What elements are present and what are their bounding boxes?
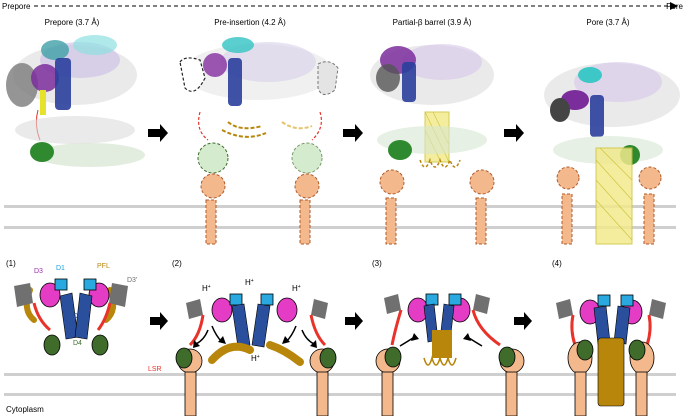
schematic-panel-2 (175, 293, 337, 416)
label-d2: D2 (73, 313, 82, 320)
structure-prepore (6, 35, 145, 167)
membrane-upper-leaflet (4, 205, 676, 208)
schematic-panel-1 (14, 278, 128, 356)
proton-label-1: H+ (202, 284, 211, 293)
membrane-bottom-lower (4, 393, 676, 396)
stage-title-pre-insertion: Pre-insertion (4.2 Å) (214, 18, 286, 27)
stage-title-partial-barrel: Partial-β barrel (3.9 Å) (393, 18, 472, 27)
panel-label-1: (1) (6, 259, 16, 268)
schematic-panel-3 (375, 293, 525, 416)
stage-title-pore: Pore (3.7 Å) (586, 18, 629, 27)
axis-right-label: Pore (666, 2, 683, 11)
proton-label-2: H+ (245, 278, 254, 287)
label-lsr: LSR (148, 366, 162, 373)
arrow-panel-1-to-2 (150, 312, 168, 330)
axis-arrowhead (670, 2, 678, 10)
arrow-2-to-3 (343, 124, 363, 142)
arrow-3-to-4 (504, 124, 524, 142)
proton-label-4: H+ (251, 354, 260, 363)
label-d4: D4 (73, 340, 82, 347)
stage-title-prepore: Prepore (3.7 Å) (45, 18, 100, 27)
arrow-panel-2-to-3 (345, 312, 363, 330)
panel-label-3: (3) (372, 259, 382, 268)
structure-pore (544, 62, 680, 245)
schematic-panel-4 (556, 294, 666, 416)
axis-left-label: Prepore (2, 2, 31, 11)
d3-prime-left (14, 283, 33, 307)
proton-label-3: H+ (292, 284, 301, 293)
membrane-bottom-upper (4, 373, 676, 376)
label-pfl: PFL (97, 263, 110, 270)
label-d3: D3 (34, 268, 43, 275)
membrane-lower-leaflet (4, 226, 676, 229)
cytoplasm-label: Cytoplasm (6, 405, 44, 414)
structure-pre-insertion (179, 37, 339, 245)
label-d1: D1 (56, 265, 65, 272)
panel-label-2: (2) (172, 259, 182, 268)
arrow-panel-3-to-4 (514, 312, 532, 330)
arrow-1-to-2 (148, 124, 168, 142)
structure-partial-barrel (370, 44, 495, 245)
label-d3-prime: D3' (127, 277, 137, 284)
panel-label-4: (4) (552, 259, 562, 268)
